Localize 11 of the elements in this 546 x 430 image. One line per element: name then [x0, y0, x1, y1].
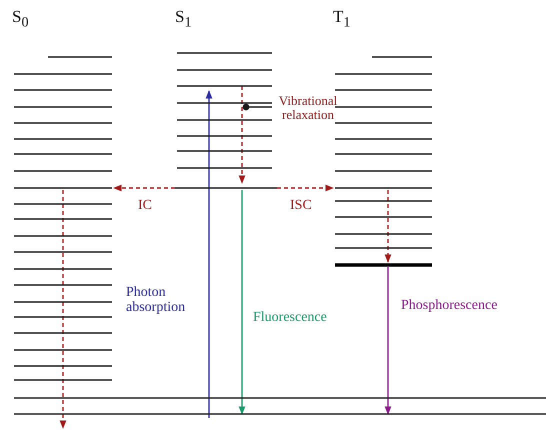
edge-label: Phosphorescence: [401, 299, 498, 314]
dashed-arrow: [277, 184, 334, 192]
state-label: S$_{0}$: [12, 8, 29, 30]
dashed-arrow: [113, 184, 175, 192]
state-label: S$_{1}$: [175, 8, 192, 30]
dashed-arrow: [60, 190, 66, 429]
annotation-text: Vibrational relaxation: [272, 94, 344, 130]
arrow: [206, 90, 212, 418]
arrow: [238, 190, 246, 415]
arrow: [384, 267, 392, 415]
state-label: T$_{1}$: [333, 8, 350, 30]
